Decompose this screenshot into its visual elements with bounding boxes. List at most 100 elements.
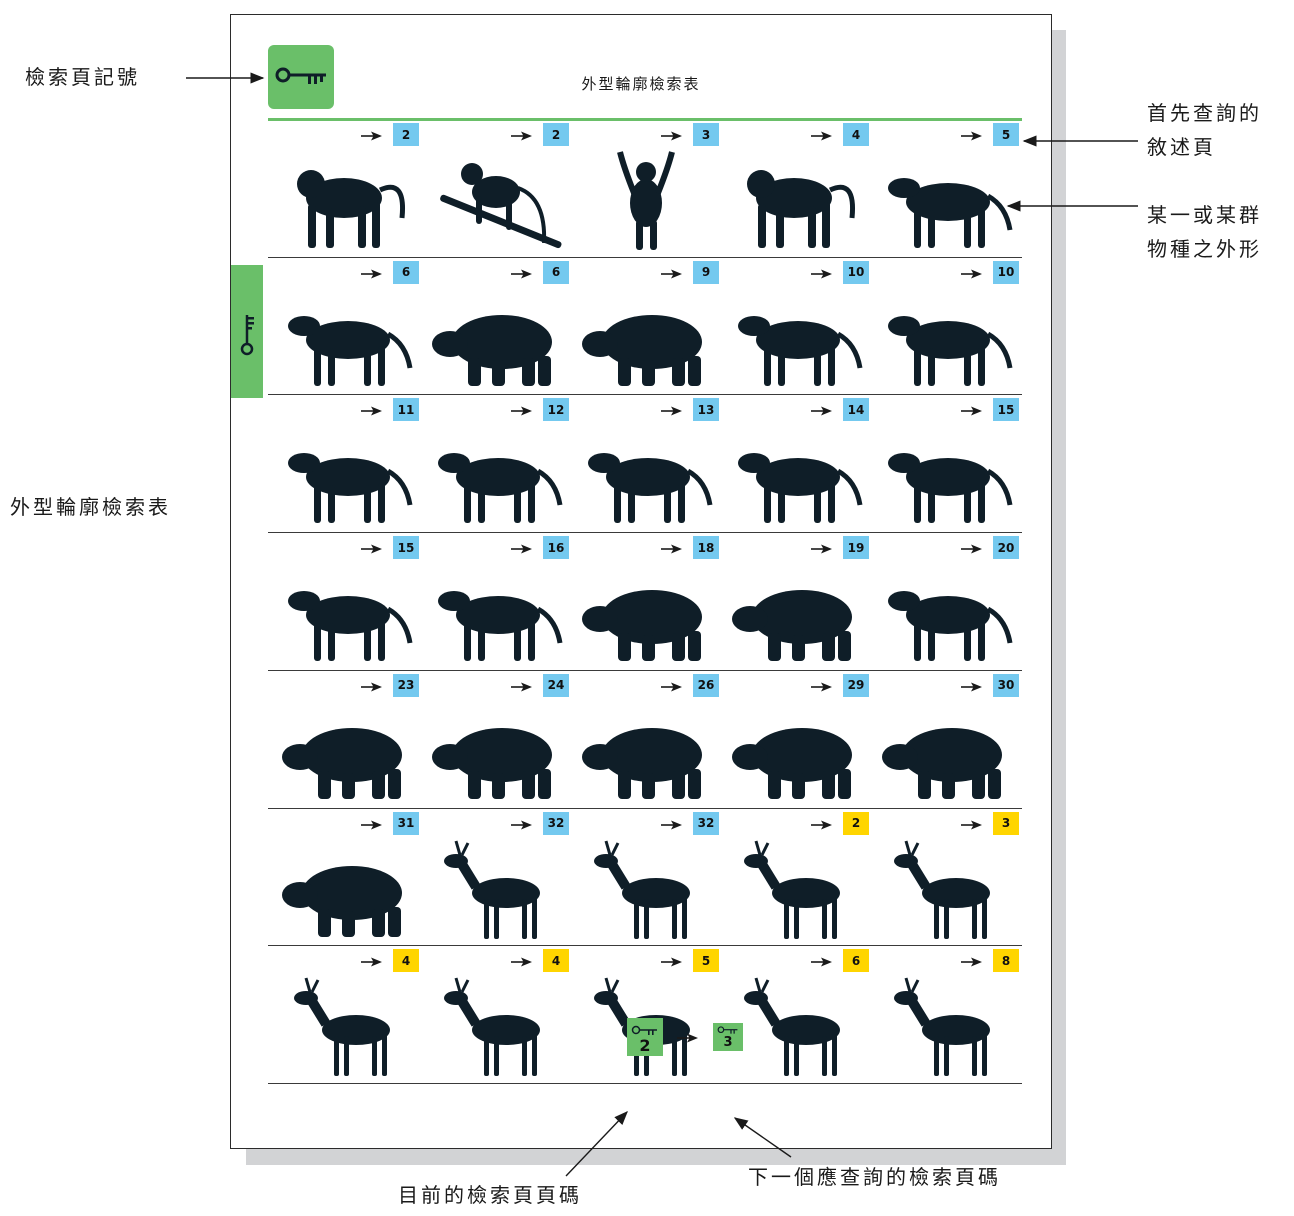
page-ref-badge: 3 [693, 123, 719, 146]
silhouette-cell[interactable]: 10 [721, 258, 871, 395]
key-page: 外型輪廓檢索表 2 2 [230, 14, 1052, 1149]
callout-table: 外型輪廓檢索表 [10, 495, 171, 519]
silhouette-cell[interactable]: 10 [871, 258, 1021, 395]
pointer-arrow-icon [811, 820, 832, 829]
silhouette-cell[interactable]: 32 [421, 809, 571, 946]
page-ref-badge: 3 [993, 811, 1019, 835]
page-ref-badge: 2 [843, 811, 869, 835]
page-ref-badge: 6 [393, 260, 419, 284]
page-ref-badge: 9 [693, 260, 719, 284]
pointer-arrow-icon [511, 269, 532, 279]
silhouette-cell[interactable]: 13 [571, 395, 721, 532]
key-page-logo [268, 45, 334, 109]
silhouette-cell[interactable]: 31 [271, 809, 421, 946]
page-ref-badge: 2 [543, 123, 569, 146]
silhouette-cell[interactable]: 30 [871, 671, 1021, 808]
row-divider [268, 945, 1022, 947]
silhouette-cell[interactable]: 32 [571, 809, 721, 946]
silhouette-cell[interactable]: 2 [271, 120, 421, 257]
page-ref-badge: 14 [843, 398, 869, 422]
silhouette-cell[interactable]: 15 [871, 395, 1021, 532]
pointer-arrow-icon [811, 406, 832, 416]
page-ref-badge: 10 [993, 260, 1019, 284]
pointer-arrow-icon [361, 820, 382, 829]
animal-silhouette-civet [738, 315, 863, 386]
animal-silhouette-badger [582, 314, 702, 386]
silhouette-cell[interactable]: 15 [271, 533, 421, 670]
page-ref-badge: 32 [693, 811, 719, 835]
silhouette-cell[interactable]: 6 [271, 258, 421, 395]
animal-silhouette-boar [582, 727, 702, 799]
pointer-arrow-icon [661, 957, 682, 967]
silhouette-cell[interactable]: 4 [271, 946, 421, 1083]
animal-silhouette-hippopotamus [882, 727, 1002, 799]
animal-silhouette-spiked-deer [744, 977, 840, 1077]
silhouette-cell[interactable]: 19 [721, 533, 871, 670]
side-key-tab [231, 265, 263, 398]
silhouette-cell[interactable]: 24 [421, 671, 571, 808]
pointer-arrow-icon [961, 131, 982, 141]
page-ref-badge: 24 [543, 673, 569, 697]
silhouette-cell[interactable]: 11 [271, 395, 421, 532]
animal-silhouette-lion [288, 591, 413, 662]
pointer-arrow-icon [661, 544, 682, 554]
silhouette-cell[interactable]: 3 [871, 809, 1021, 946]
pointer-arrow-icon [961, 957, 982, 967]
page-ref-badge: 10 [843, 260, 869, 284]
page-ref-badge: 13 [693, 398, 719, 422]
animal-silhouette-caracal [738, 453, 863, 524]
pointer-arrow-icon [361, 957, 382, 967]
page-ref-badge: 31 [393, 811, 419, 835]
silhouette-cell[interactable]: 26 [571, 671, 721, 808]
animal-silhouette-small-deer [294, 977, 390, 1077]
silhouette-cell[interactable]: 8 [871, 946, 1021, 1083]
animal-silhouette-chevrotain [282, 865, 402, 937]
callout-first-page-line2: 敘述頁 [1147, 135, 1216, 159]
pointer-arrow-icon [961, 682, 982, 692]
page-ref-badge: 8 [993, 949, 1019, 973]
silhouette-cell[interactable]: 20 [871, 533, 1021, 670]
page-ref-badge: 6 [543, 260, 569, 284]
page-ref-badge: 5 [993, 123, 1019, 146]
animal-silhouette-water-deer [594, 840, 690, 939]
page-ref-badge: 20 [993, 536, 1019, 560]
arrow-next-page [733, 1117, 792, 1158]
animal-silhouette-tapir [282, 727, 402, 799]
animal-silhouette-red-panda [288, 315, 413, 386]
callout-silhouette-line2: 物種之外形 [1147, 237, 1262, 261]
animal-silhouette-striped-hyena [438, 453, 563, 524]
pointer-arrow-icon [511, 682, 532, 692]
animal-silhouette-muntjac [744, 840, 840, 939]
animal-silhouette-tiger [438, 591, 563, 662]
pointer-arrow-icon [361, 406, 382, 416]
pointer-arrow-icon [961, 406, 982, 416]
animal-silhouette-zebra [888, 591, 1013, 662]
page-ref-badge: 30 [993, 673, 1019, 697]
silhouette-cell[interactable]: 16 [421, 533, 571, 670]
animal-silhouette-jackal [888, 178, 1013, 248]
pointer-arrow-icon [811, 131, 832, 141]
silhouette-cell[interactable]: 9 [571, 258, 721, 395]
page-ref-badge: 11 [393, 398, 419, 422]
animal-silhouette-rhinoceros [432, 727, 552, 799]
silhouette-cell[interactable]: 4 [721, 120, 871, 257]
silhouette-cell[interactable]: 5 [871, 120, 1021, 257]
pointer-arrow-icon [961, 544, 982, 554]
silhouette-cell[interactable]: 3 [571, 120, 721, 257]
page-ref-badge: 32 [543, 811, 569, 835]
pointer-arrow-icon [361, 269, 382, 279]
silhouette-cell[interactable]: 12 [421, 395, 571, 532]
callout-first-page: 首先查詢的 敘述頁 [1147, 96, 1262, 164]
animal-silhouette-peccary [732, 727, 852, 799]
silhouette-cell[interactable]: 2 [721, 809, 871, 946]
silhouette-cell[interactable]: 18 [571, 533, 721, 670]
silhouette-cell[interactable]: 4 [421, 946, 571, 1083]
silhouette-cell[interactable]: 29 [721, 671, 871, 808]
animal-silhouette-walrus [582, 590, 702, 662]
silhouette-cell[interactable]: 2 [421, 120, 571, 257]
row-divider [268, 807, 1022, 809]
silhouette-cell[interactable]: 6 [421, 258, 571, 395]
silhouette-cell[interactable]: 6 [721, 946, 871, 1083]
silhouette-cell[interactable]: 14 [721, 395, 871, 532]
silhouette-cell[interactable]: 23 [271, 671, 421, 808]
